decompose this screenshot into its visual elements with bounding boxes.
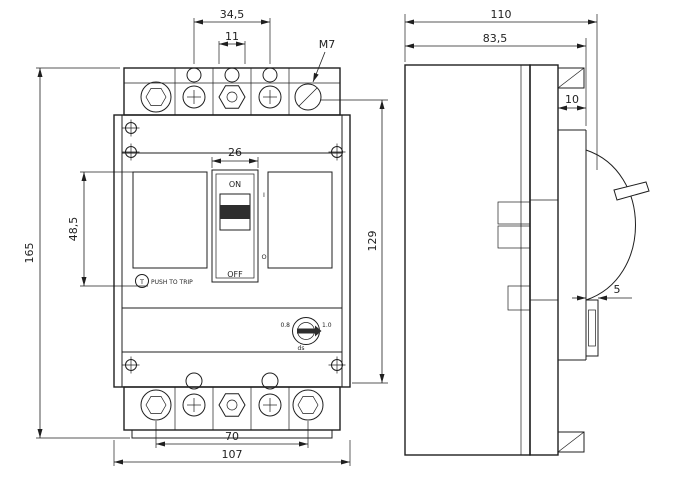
mount-screw xyxy=(328,143,346,161)
bottom-mount-tab xyxy=(557,431,585,453)
dim-text-m7: M7 xyxy=(319,38,336,51)
dim-overall-depth: 110 xyxy=(404,8,598,170)
case-detail xyxy=(507,285,531,311)
dial-slot xyxy=(297,328,315,334)
side-view: 110 83,5 10 5 xyxy=(404,8,650,456)
switch-recess-inner xyxy=(215,173,255,279)
switch-on-symbol: I xyxy=(263,191,265,199)
side-back-body xyxy=(404,64,531,456)
dim-terminal-pitch: 34,5 xyxy=(193,8,271,64)
hex-bolt-head xyxy=(145,395,167,415)
dim-label-area-height: 48,5 xyxy=(67,171,148,287)
front-view: ON OFF I O T PUSH TO TRIP 0.8 1.0 ds xyxy=(23,8,388,466)
dim-text-165: 165 xyxy=(23,243,36,264)
dim-foot-step: 5 xyxy=(572,283,632,301)
dim-overall-height: 165 xyxy=(23,67,130,439)
phillips-screw xyxy=(258,85,282,109)
dim-cover-step: 10 xyxy=(557,93,586,114)
terminal-hole xyxy=(262,67,278,83)
dim-terminal-slot: 11 xyxy=(218,30,246,64)
mount-screw xyxy=(122,119,140,137)
hex-bolt-head xyxy=(145,87,167,107)
toggle-switch: ON OFF I O xyxy=(211,169,267,283)
mount-tab xyxy=(557,67,585,89)
terminal-hole xyxy=(261,372,279,390)
hex-bolt xyxy=(140,81,172,113)
rating-label-area xyxy=(132,171,208,269)
dial-slot-arrow xyxy=(315,325,322,337)
leader-line xyxy=(312,51,326,83)
thread-slash xyxy=(298,87,318,107)
dim-text-83-5: 83,5 xyxy=(483,32,508,45)
switch-on-label: ON xyxy=(229,180,241,189)
toggle-lever xyxy=(613,181,650,201)
dim-text-11: 11 xyxy=(225,30,239,43)
dim-text-48-5: 48,5 xyxy=(67,217,80,242)
dial-sub-label: ds xyxy=(298,345,305,352)
side-outline xyxy=(404,64,650,456)
m7-threaded-hole xyxy=(294,83,322,111)
dim-text-26: 26 xyxy=(228,146,242,159)
mount-screw xyxy=(122,143,140,161)
dim-text-110: 110 xyxy=(491,8,512,21)
top-mount-tab xyxy=(557,67,585,89)
handle-dome-arc xyxy=(585,149,636,301)
dim-text-10: 10 xyxy=(565,93,579,106)
adjust-dial: 0.8 1.0 ds xyxy=(280,317,332,352)
mount-tab-diagonal xyxy=(557,431,585,453)
dim-text-107: 107 xyxy=(222,448,243,461)
switch-off-symbol: O xyxy=(262,253,267,261)
trip-button-letter: T xyxy=(139,278,144,286)
hex-nut-hole xyxy=(226,399,238,411)
dim-thread-m7: M7 xyxy=(312,38,336,83)
dial-min-label: 0.8 xyxy=(280,322,290,329)
bottom-foot-strip xyxy=(131,429,333,439)
hex-bolt xyxy=(140,389,172,421)
top-terminals xyxy=(140,67,322,113)
side-mid-slab xyxy=(529,64,559,456)
dim-text-34-5: 34,5 xyxy=(220,8,245,21)
din-clip-detail xyxy=(497,201,531,225)
hex-nut xyxy=(218,85,246,109)
dim-switch-width: 26 xyxy=(211,146,259,168)
mounting-screws xyxy=(122,119,346,374)
front-foot-slot xyxy=(588,309,596,347)
bottom-terminals xyxy=(140,372,324,421)
dim-overall-width: 107 xyxy=(113,440,351,466)
dim-text-5: 5 xyxy=(614,283,621,296)
hex-nut xyxy=(218,393,246,417)
trip-button: T PUSH TO TRIP xyxy=(135,274,193,288)
switch-recess xyxy=(211,169,259,283)
dim-mount-height: 129 xyxy=(320,99,388,384)
phillips-screw xyxy=(182,393,206,417)
toggle-handle-band xyxy=(220,205,250,219)
din-clip-detail xyxy=(497,225,531,249)
mount-tab xyxy=(557,431,585,453)
front-foot-block xyxy=(585,299,599,357)
dim-body-depth: 83,5 xyxy=(405,32,587,126)
hex-bolt-head xyxy=(297,395,319,415)
terminal-hole xyxy=(224,67,240,83)
dim-text-70: 70 xyxy=(225,430,239,443)
front-outline xyxy=(113,67,351,439)
mount-screw xyxy=(122,356,140,374)
dim-text-129: 129 xyxy=(366,231,379,252)
hex-bolt xyxy=(292,389,324,421)
terminal-hole xyxy=(185,372,203,390)
mount-tab-diagonal xyxy=(557,67,585,89)
dial-max-label: 1.0 xyxy=(322,322,332,329)
hex-nut-hole xyxy=(226,91,238,103)
switch-off-label: OFF xyxy=(227,270,243,279)
mount-screw xyxy=(328,356,346,374)
phillips-screw xyxy=(258,393,282,417)
accessory-area xyxy=(267,171,333,269)
dim-bolt-spacing: 70 xyxy=(155,421,309,448)
terminal-hole xyxy=(186,67,202,83)
push-to-trip-label: PUSH TO TRIP xyxy=(151,279,193,286)
trip-button-circle xyxy=(135,274,149,288)
phillips-screw xyxy=(182,85,206,109)
